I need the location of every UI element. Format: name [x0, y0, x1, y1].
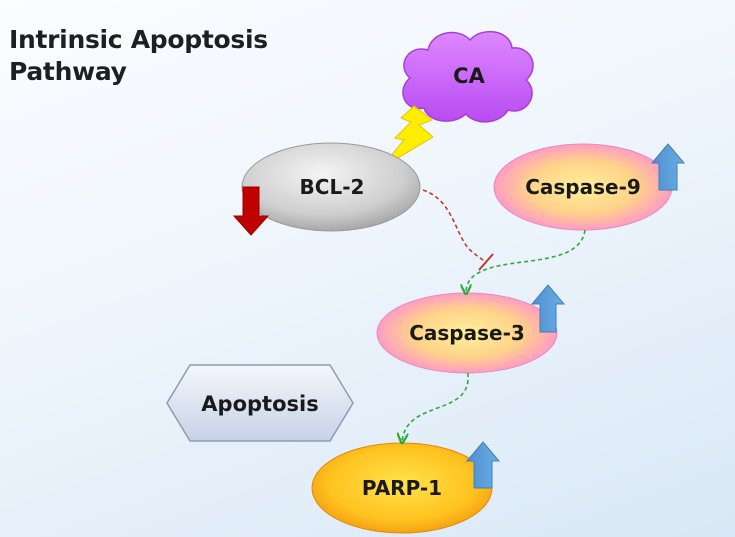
lightning-bolt-icon [380, 105, 434, 169]
caspase3-up-arrow-icon [530, 284, 566, 333]
caspase9-up-arrow-icon [650, 143, 686, 191]
ca-cloud-shape [402, 30, 534, 123]
activation-line-caspase3-to-parp1 [402, 372, 469, 442]
caspase3-node-shape [376, 292, 558, 374]
parp1-node-shape [311, 442, 493, 534]
caspase9-node-shape [493, 143, 673, 231]
activation-line-caspase9-to-caspase3 [466, 229, 586, 293]
diagram-title: Intrinsic Apoptosis Pathway [9, 24, 309, 88]
inhibition-bar [478, 253, 494, 271]
title-line-2: Pathway [9, 57, 127, 86]
apoptosis-node-shape [166, 364, 354, 442]
inhibition-line [422, 189, 487, 263]
bcl2-down-arrow-icon [232, 186, 270, 236]
parp1-up-arrow-icon [465, 441, 501, 489]
title-line-1: Intrinsic Apoptosis [9, 25, 268, 54]
bcl2-node-shape [241, 142, 421, 232]
